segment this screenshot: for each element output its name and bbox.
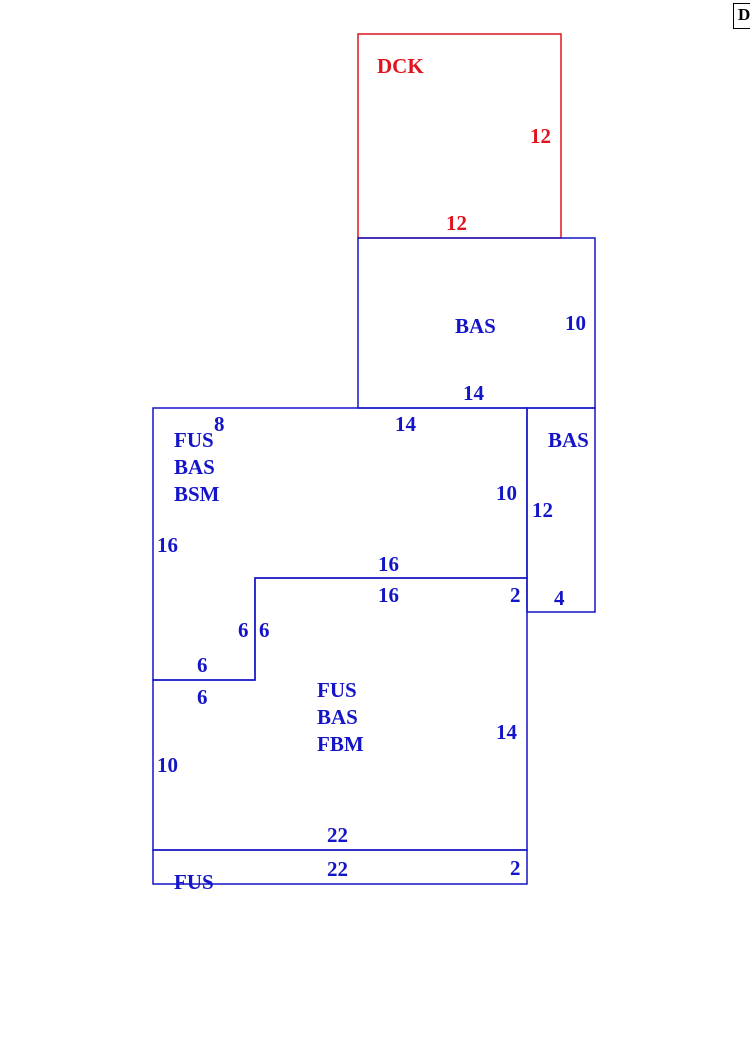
bas-side-dim-bottom: 4 — [554, 586, 565, 610]
main-upper-dim-left: 16 — [157, 533, 178, 557]
deck-dim-right: 12 — [530, 124, 551, 148]
main-lower-dim-left: 10 — [157, 753, 178, 777]
bas-side-code-label: BAS — [548, 428, 589, 452]
main-lower-code-3: FBM — [317, 732, 364, 756]
building-outlines — [152, 237, 596, 885]
bas-upper-dim-right: 10 — [565, 311, 586, 335]
main-upper-dim-top-left: 8 — [214, 412, 225, 436]
main-upper-code-1: FUS — [174, 428, 214, 452]
main-lower-code-2: BAS — [317, 705, 358, 729]
main-upper-code-2: BAS — [174, 455, 215, 479]
bas-side-dim-left: 12 — [532, 498, 553, 522]
corner-tag: D — [733, 3, 750, 29]
bas-upper-code-label: BAS — [455, 314, 496, 338]
main-lower-dim-step-vertical: 6 — [259, 618, 270, 642]
main-upper-code-3: BSM — [174, 482, 220, 506]
deck-code-label: DCK — [377, 54, 424, 78]
main-lower-dim-bottom: 22 — [327, 823, 348, 847]
deck-dim-bottom: 12 — [446, 211, 467, 235]
main-lower-dim-step-horizontal: 6 — [197, 685, 208, 709]
main-upper-dim-right: 10 — [496, 481, 517, 505]
strip-dim-right: 2 — [510, 856, 521, 880]
main-upper-dim-top: 14 — [395, 412, 417, 436]
main-lower-code-1: FUS — [317, 678, 357, 702]
main-lower-dim-top: 16 — [378, 583, 399, 607]
bas-upper-dim-bottom: 14 — [463, 381, 485, 405]
strip-dim-top: 22 — [327, 857, 348, 881]
main-upper-dim-step-vertical: 6 — [238, 618, 249, 642]
main-lower-dim-right: 14 — [496, 720, 518, 744]
strip-outline — [152, 849, 528, 885]
main-upper-dim-step: 16 — [378, 552, 399, 576]
bas-side-dim-top: 2 — [510, 583, 521, 607]
main-upper-dim-bottom: 6 — [197, 653, 208, 677]
strip-code-label: FUS — [174, 870, 214, 894]
